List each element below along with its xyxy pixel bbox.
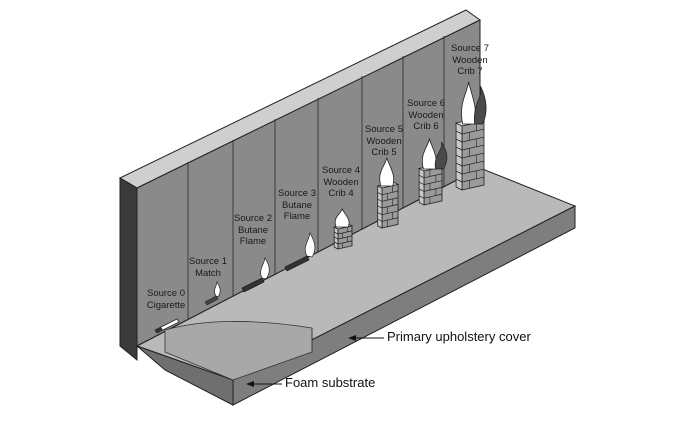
wooden-crib-7: [454, 81, 487, 191]
smoke-flame: [474, 86, 487, 125]
source-label-line: Source 1: [188, 256, 228, 267]
foam-callout-arrow: [246, 381, 282, 387]
foam-substrate-label: Foam substrate: [285, 375, 376, 390]
flame: [379, 156, 395, 187]
upholstery-cover-label: Primary upholstery cover: [387, 329, 531, 344]
source-label-line: Crib 6: [413, 121, 439, 132]
wall-left-side: [119, 177, 138, 362]
cover-callout-arrow: [348, 335, 384, 341]
flame: [334, 208, 350, 228]
source-label-line: Flame: [283, 211, 311, 222]
cigarette-source: [154, 318, 180, 334]
source-label-line: Source 4: [321, 165, 361, 176]
source-label-line: Match: [195, 267, 221, 279]
source-label-line: Source 0: [146, 288, 186, 299]
source-label-line: Source 3: [277, 188, 317, 199]
wooden-crib-5: [376, 156, 400, 229]
source-label-line: Source 2: [233, 213, 273, 224]
wall-panel-dividers: [187, 36, 445, 334]
butane-flame-source-3: [284, 231, 316, 272]
source-label-line: Flame: [239, 236, 267, 247]
source-label-line: Source 6: [406, 98, 446, 109]
source-label-line: Wooden: [452, 54, 488, 66]
smoke-flame: [434, 141, 448, 170]
flame: [214, 280, 221, 298]
source-label-line: Butane: [237, 224, 269, 236]
butane-flame-source-2: [241, 257, 270, 293]
wooden-crib-6: [417, 137, 448, 206]
source-label-line: Wooden: [366, 135, 402, 147]
flame: [304, 231, 316, 258]
source-label-line: Source 7: [450, 43, 490, 54]
source-label-line: Wooden: [323, 176, 359, 188]
seat-left-end: [136, 345, 234, 406]
source-label-line: Source 5: [364, 124, 404, 135]
wooden-crib-4: [333, 208, 354, 250]
match-source: [204, 280, 221, 306]
source-label-line: Butane: [281, 199, 313, 211]
source-label-line: Cigarette: [146, 299, 186, 311]
flame: [260, 257, 270, 280]
source-label-line: Crib 5: [371, 147, 397, 158]
source-label-line: Crib 7: [457, 66, 483, 77]
ignition-sources: [154, 81, 487, 334]
source-label-line: Crib 4: [328, 188, 354, 199]
source-label-line: Wooden: [408, 109, 444, 121]
